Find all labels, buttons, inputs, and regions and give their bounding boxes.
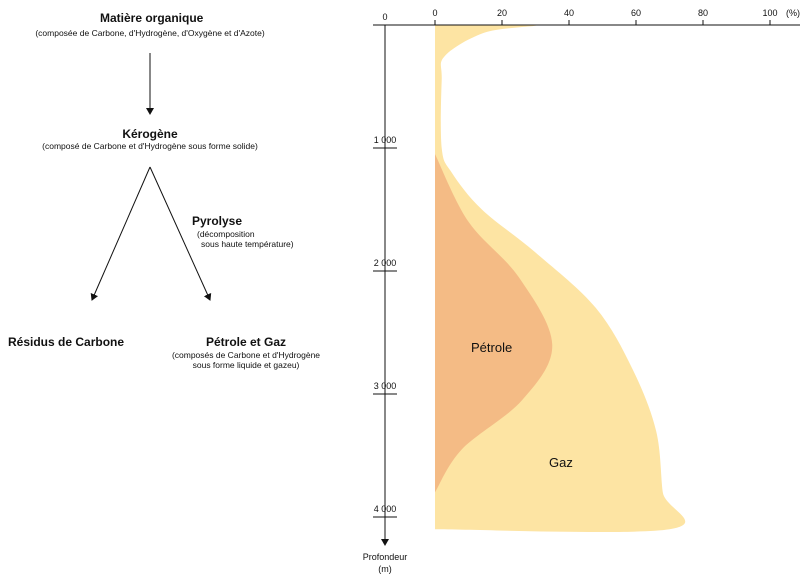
- petrole-label: Pétrole: [471, 340, 513, 355]
- kerogene-subtitle: (composé de Carbone et d'Hydrogène sous …: [42, 141, 258, 151]
- petrole-gaz-line2: sous forme liquide et gazeu): [192, 360, 300, 370]
- pyrolyse-title: Pyrolyse: [192, 214, 243, 228]
- gaz-label: Gaz: [549, 455, 573, 470]
- y-tick-label: 2 000: [373, 258, 397, 268]
- x-tick-marks: [434, 20, 771, 25]
- arrow-kerogene-to-residus: [90, 166, 151, 301]
- x-tick-label: 100: [762, 8, 778, 18]
- y-tick-label: 3 000: [373, 381, 397, 391]
- x-unit-label: (%): [786, 8, 800, 18]
- petrole-gaz-line1: (composés de Carbone et d'Hydrogène: [171, 350, 321, 360]
- y-tick-marks: [373, 24, 397, 518]
- kerogene-title: Kérogène: [122, 127, 178, 141]
- x-tick-label: 60: [630, 8, 641, 18]
- y-axis-title-line1: Profondeur: [362, 552, 408, 562]
- petrole-gaz-title: Pétrole et Gaz: [205, 335, 287, 349]
- x-tick-label: 0: [432, 8, 438, 18]
- x-tick-label: 20: [496, 8, 507, 18]
- matiere-title: Matière organique: [100, 11, 204, 25]
- arrow-kerogene-to-petrole-gaz: [149, 166, 212, 301]
- petrole-area: [435, 154, 553, 493]
- y-tick-label: 1 000: [373, 135, 397, 145]
- pyrolyse-line1: (décomposition: [197, 229, 255, 239]
- x-tick-label: 80: [697, 8, 708, 18]
- y-tick-label: 4 000: [373, 504, 397, 514]
- matiere-subtitle: (composée de Carbone, d'Hydrogène, d'Oxy…: [35, 28, 265, 38]
- y-axis-title-line2: (m): [378, 564, 392, 574]
- residus-title: Résidus de Carbone: [8, 335, 125, 349]
- y-tick-label: 0: [382, 12, 388, 22]
- x-tick-label: 40: [563, 8, 574, 18]
- pyrolyse-line2: sous haute température): [201, 239, 294, 249]
